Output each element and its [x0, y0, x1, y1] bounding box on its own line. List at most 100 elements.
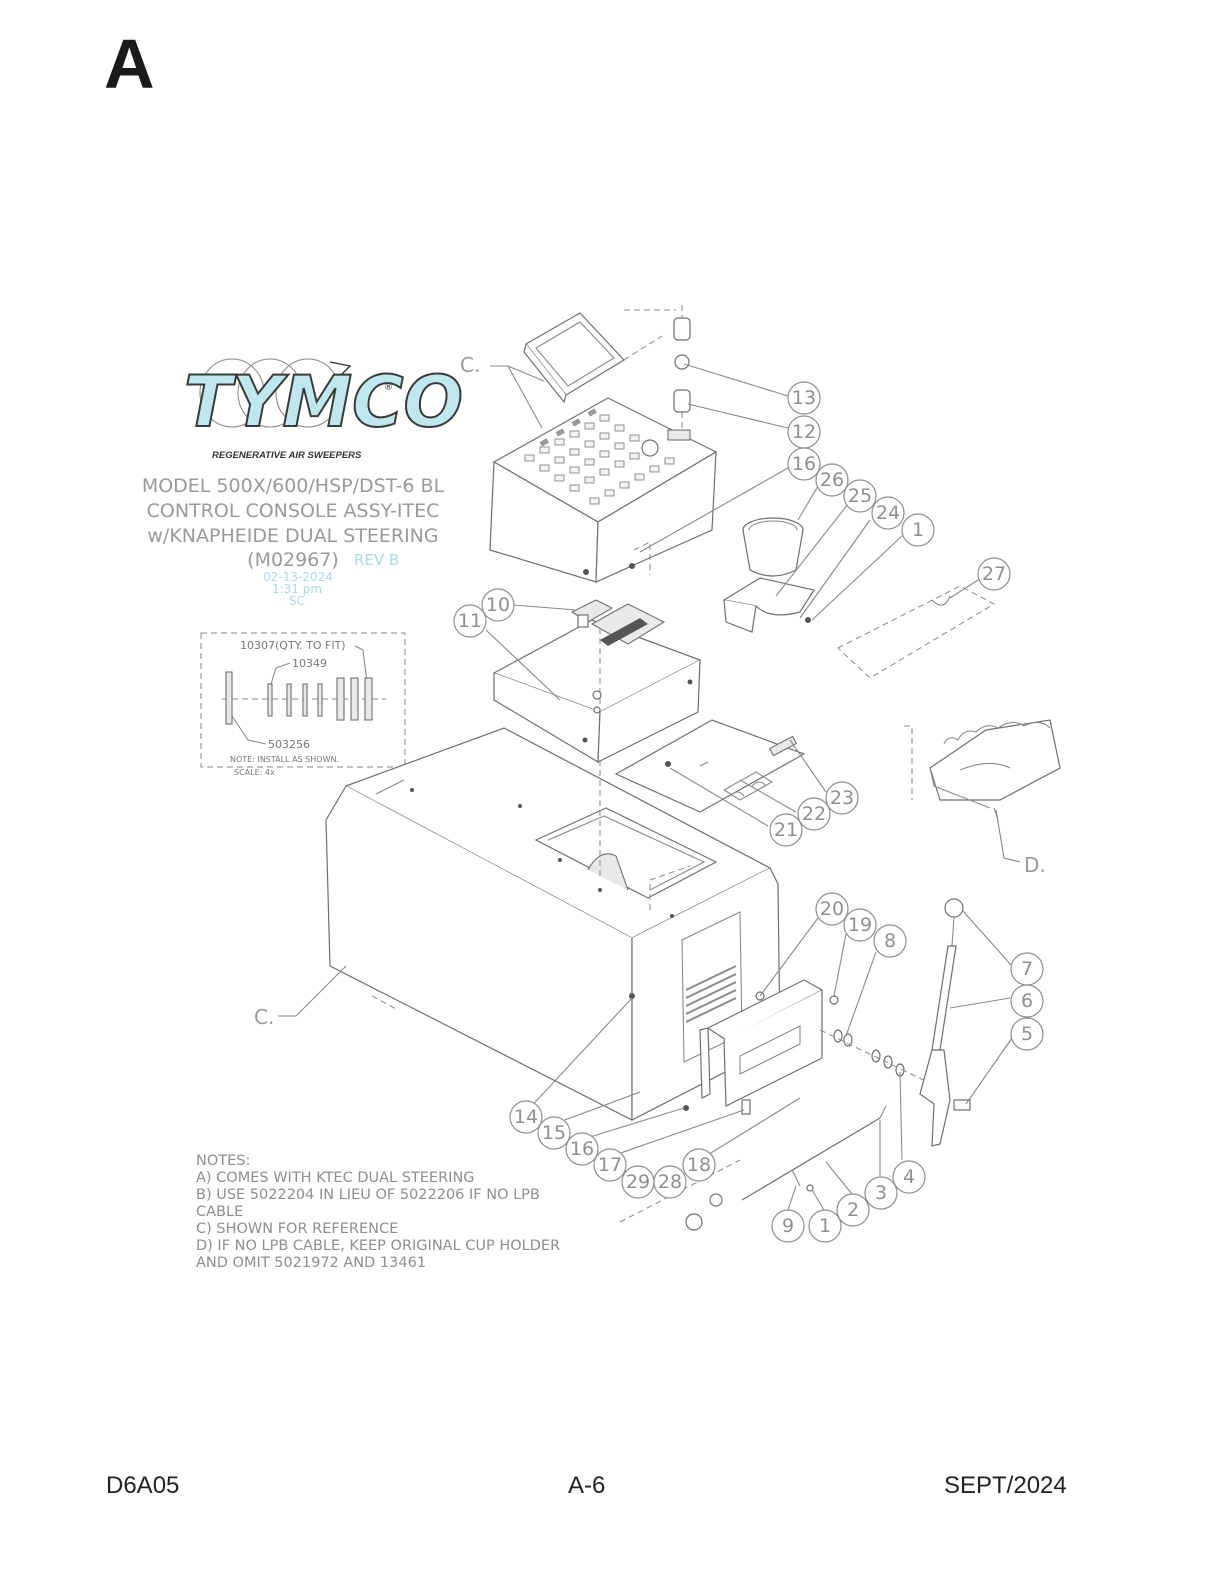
logo-brand: TYMCO — [184, 361, 463, 443]
balloon-26: 26 — [815, 463, 849, 497]
logo-tagline: REGENERATIVE AIR SWEEPERS — [212, 450, 362, 461]
balloon-18: 18 — [682, 1148, 716, 1182]
revision: REV B — [354, 551, 399, 569]
svg-text:13: 13 — [792, 387, 816, 409]
balloon-29: 29 — [621, 1165, 655, 1199]
cup-holder — [722, 517, 815, 633]
detail-label-bottom: 503256 — [268, 738, 310, 751]
display-screen — [523, 309, 676, 404]
svg-text:14: 14 — [514, 1106, 538, 1128]
balloon-27: 27 — [977, 557, 1011, 591]
balloon-25: 25 — [843, 479, 877, 513]
balloon-24: 24 — [871, 496, 905, 530]
notes-block: NOTES: A) COMES WITH KTEC DUAL STEERING … — [196, 1153, 560, 1271]
balloon-21: 21 — [769, 813, 803, 847]
balloon-10: 10 — [481, 588, 515, 622]
svg-text:4: 4 — [903, 1166, 915, 1188]
svg-text:8: 8 — [884, 930, 896, 952]
svg-text:18: 18 — [687, 1154, 711, 1176]
note-d-line-1: D) IF NO LPB CABLE, KEEP ORIGINAL CUP HO… — [196, 1238, 560, 1254]
svg-text:27: 27 — [982, 563, 1006, 585]
note-b-line-2: CABLE — [196, 1204, 243, 1220]
tymco-logo: TYMCO ® REGENERATIVE AIR SWEEPERS — [183, 358, 464, 461]
footer-document-code: D6A05 — [106, 1472, 180, 1499]
callout-c-left: C. — [254, 1005, 274, 1029]
svg-text:10: 10 — [486, 594, 510, 616]
svg-text:17: 17 — [598, 1154, 622, 1176]
relay-bracket — [492, 599, 702, 764]
balloon-14: 14 — [509, 1100, 543, 1134]
note-c: C) SHOWN FOR REFERENCE — [196, 1221, 398, 1237]
balloon-20: 20 — [815, 892, 849, 926]
svg-text:15: 15 — [542, 1122, 566, 1144]
control-console-box — [489, 397, 718, 583]
callout-d-right: D. — [1024, 853, 1046, 877]
detail-note: NOTE: INSTALL AS SHOWN. — [230, 755, 339, 764]
title-line-1: MODEL 500X/600/HSP/DST-6 BL — [142, 475, 445, 497]
detail-label-mid: 10349 — [292, 657, 327, 670]
title-line-3: w/KNAPHEIDE DUAL STEERING — [147, 525, 438, 547]
registered-mark: ® — [384, 383, 393, 393]
steering-bracket — [683, 979, 839, 1115]
balloon-6: 6 — [1010, 984, 1044, 1018]
detail-scale: SCALE: 4x — [234, 768, 275, 777]
svg-text:19: 19 — [848, 914, 872, 936]
svg-text:29: 29 — [626, 1171, 650, 1193]
balloon-15: 15 — [537, 1116, 571, 1150]
balloon-28: 28 — [653, 1165, 687, 1199]
svg-text:21: 21 — [774, 819, 798, 841]
balloon-7: 7 — [1010, 952, 1044, 986]
lpb-cable — [619, 1105, 887, 1231]
svg-text:26: 26 — [820, 469, 844, 491]
balloon-11: 11 — [453, 604, 487, 638]
balloon-19: 19 — [843, 908, 877, 942]
note-d-line-2: AND OMIT 5021972 AND 13461 — [196, 1255, 426, 1271]
detail-view: 10307(QTY. TO FIT) 10349 503256 NOTE: IN… — [200, 632, 406, 777]
svg-text:25: 25 — [848, 485, 872, 507]
svg-text:16: 16 — [792, 453, 816, 475]
footer-date: SEPT/2024 — [944, 1472, 1067, 1499]
note-b-line-1: B) USE 5022204 IN LIEU OF 5022206 IF NO … — [196, 1187, 540, 1203]
callout-c-top: C. — [460, 353, 480, 377]
balloon-12: 12 — [787, 415, 821, 449]
notes-heading: NOTES: — [196, 1153, 250, 1169]
svg-text:11: 11 — [458, 610, 482, 632]
steering-lever — [919, 898, 971, 1147]
svg-text:20: 20 — [820, 898, 844, 920]
svg-text:3: 3 — [875, 1182, 887, 1204]
svg-text:12: 12 — [792, 421, 816, 443]
svg-text:2: 2 — [847, 1199, 859, 1221]
section-letter: A — [104, 25, 155, 103]
balloon-16-bottom: 16 — [565, 1132, 599, 1166]
svg-text:23: 23 — [830, 787, 854, 809]
cover-plate — [614, 719, 806, 813]
revision-initials: SC — [289, 594, 305, 608]
svg-text:22: 22 — [802, 803, 826, 825]
svg-text:7: 7 — [1021, 958, 1033, 980]
note-a: A) COMES WITH KTEC DUAL STEERING — [196, 1170, 475, 1186]
knob-assembly — [673, 305, 691, 440]
svg-text:28: 28 — [658, 1171, 682, 1193]
replacement-cup-holder — [904, 719, 1061, 809]
balloon-22: 22 — [797, 797, 831, 831]
svg-text:16: 16 — [570, 1138, 594, 1160]
balloon-1-bottom: 1 — [808, 1209, 842, 1243]
balloon-16-top: 16 — [787, 447, 821, 481]
washer-stack — [819, 1029, 941, 1089]
revision-date: 02-13-2024 — [263, 570, 333, 584]
title-block: MODEL 500X/600/HSP/DST-6 BL CONTROL CONS… — [142, 475, 445, 608]
svg-text:1: 1 — [912, 519, 924, 541]
svg-text:6: 6 — [1021, 990, 1033, 1012]
revision-time: 1:31 pm — [272, 582, 322, 596]
svg-text:24: 24 — [876, 502, 900, 524]
svg-text:9: 9 — [782, 1215, 794, 1237]
balloon-4: 4 — [892, 1160, 926, 1194]
drawing-number: (M02967) — [247, 549, 339, 571]
balloon-2: 2 — [836, 1193, 870, 1227]
svg-text:1: 1 — [819, 1215, 831, 1237]
mounting-plate — [837, 585, 996, 679]
balloon-1-top: 1 — [901, 513, 935, 547]
leader-lines — [278, 363, 1021, 1211]
detail-label-top: 10307(QTY. TO FIT) — [240, 639, 346, 652]
